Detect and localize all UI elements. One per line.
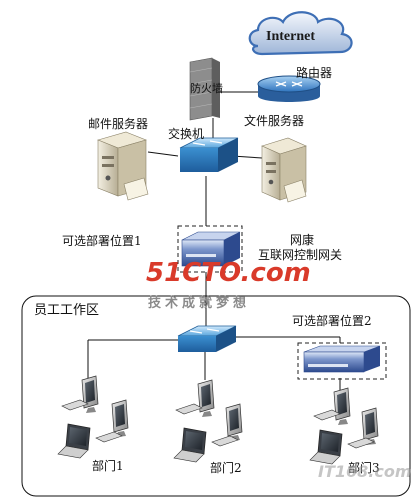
gateway-device-2-icon <box>303 345 381 373</box>
router-label: 路由器 <box>296 65 332 80</box>
dept-3-workstations-icon <box>309 387 379 465</box>
gateway-name-label: 互联网控制网关 <box>258 248 342 262</box>
link-mail-switch <box>147 151 179 157</box>
site-watermark: 51CTO.com <box>146 258 311 288</box>
employee-zone-title: 员工工作区 <box>34 303 99 318</box>
router-icon <box>257 75 321 102</box>
corner-watermark: IT168.com <box>318 462 412 481</box>
core-switch-icon <box>179 137 239 172</box>
dept-2-workstations-icon <box>173 379 243 463</box>
deploy-option-1-frame <box>177 225 243 273</box>
deploy-option-2-frame <box>297 342 387 380</box>
file-server-label: 文件服务器 <box>244 113 304 128</box>
firewall-label: 防火墙 <box>190 81 223 95</box>
core-switch-label: 交换机 <box>168 126 204 141</box>
mail-server-label: 邮件服务器 <box>88 116 148 131</box>
connection-lines <box>87 91 341 390</box>
gateway-brand-label: 网康 <box>290 232 314 247</box>
file-server-icon <box>261 137 307 203</box>
gateway-device-1-icon <box>181 231 241 267</box>
internet-cloud-icon <box>248 11 353 56</box>
dept-1-workstations-icon <box>57 375 129 459</box>
employee-zone-frame <box>21 295 411 497</box>
deploy-option-2-label: 可选部署位置2 <box>292 313 372 328</box>
deploy-option-1-label: 可选部署位置1 <box>62 233 142 248</box>
firewall-icon <box>189 57 220 121</box>
mail-server-icon <box>97 131 149 201</box>
dept-2-label: 部门2 <box>210 460 242 475</box>
slogan-watermark: 技术成就梦想 <box>148 296 251 311</box>
dept-3-label: 部门3 <box>348 460 380 475</box>
internet-label: Internet <box>266 29 315 44</box>
access-switch-icon <box>177 325 237 352</box>
dept-1-label: 部门1 <box>92 458 124 473</box>
